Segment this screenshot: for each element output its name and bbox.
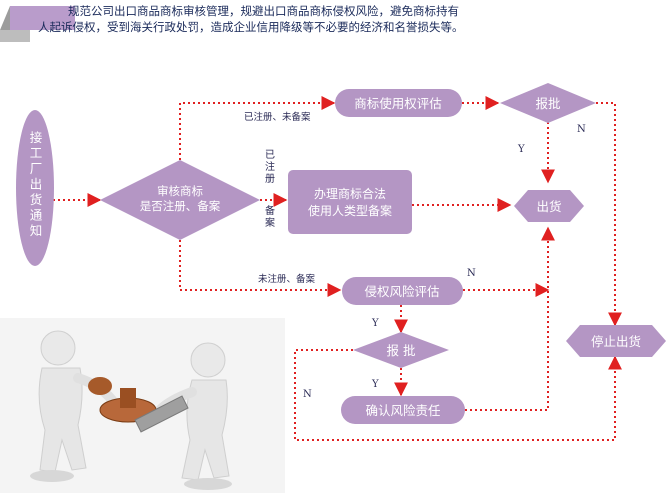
label-yes-risk: Y: [371, 318, 379, 329]
label-no-risk: N: [467, 268, 476, 279]
edge-confirm-ship: [465, 226, 555, 411]
edge-label-registered: 已注册: [265, 150, 275, 185]
edge-approve-stop: [596, 102, 622, 327]
illustration-figures: [0, 318, 285, 493]
node-usage-eval: [335, 89, 462, 117]
node-risk-eval: [342, 277, 463, 305]
edge-label-filed: 备案: [265, 204, 275, 229]
node-ship-label: 出货: [536, 199, 561, 214]
node-handle-line1: 办理商标合法: [314, 186, 386, 201]
node-start-label: 接工厂出货通知: [30, 130, 43, 238]
edge-approve-stop-bottom: [294, 349, 622, 441]
node-approve-top-label: 报批: [535, 96, 560, 111]
node-stop: [566, 325, 666, 357]
node-approve-bottom-label: 报 批: [387, 343, 416, 358]
node-usage-eval-label: 商标使用权评估: [354, 96, 442, 111]
edge-label-registered-filed: 已注册、未备案: [244, 111, 311, 123]
label-yes-approve: Y: [371, 379, 379, 390]
node-review-line2: 是否注册、备案: [140, 199, 221, 213]
node-confirm-label: 确认风险责任: [365, 403, 440, 418]
banner-decoration: [0, 6, 75, 42]
edge-label-unregistered: 未注册、备案: [258, 273, 316, 285]
node-confirm: [341, 396, 465, 424]
node-review-line1: 审核商标: [157, 184, 203, 198]
label-no-approve: N: [303, 389, 312, 400]
intro-text: 规范公司出口商品商标审核管理，规避出口商品商标侵权风险，避免商标持有人起诉侵权，…: [38, 4, 464, 34]
node-review: [100, 160, 260, 240]
label-yes-top: Y: [517, 144, 525, 155]
node-ship: [514, 190, 584, 222]
node-approve-bottom: [353, 332, 449, 368]
node-risk-eval-label: 侵权风险评估: [364, 284, 439, 299]
node-handle: [288, 170, 412, 234]
edge-review-risk: [179, 240, 342, 297]
label-no-top: N: [577, 124, 586, 135]
node-stop-label: 停止出货: [591, 334, 641, 349]
node-start: [16, 110, 54, 266]
node-approve-top: [500, 83, 596, 123]
edge-review-usage: [179, 96, 336, 160]
node-handle-line2: 使用人类型备案: [308, 203, 392, 218]
